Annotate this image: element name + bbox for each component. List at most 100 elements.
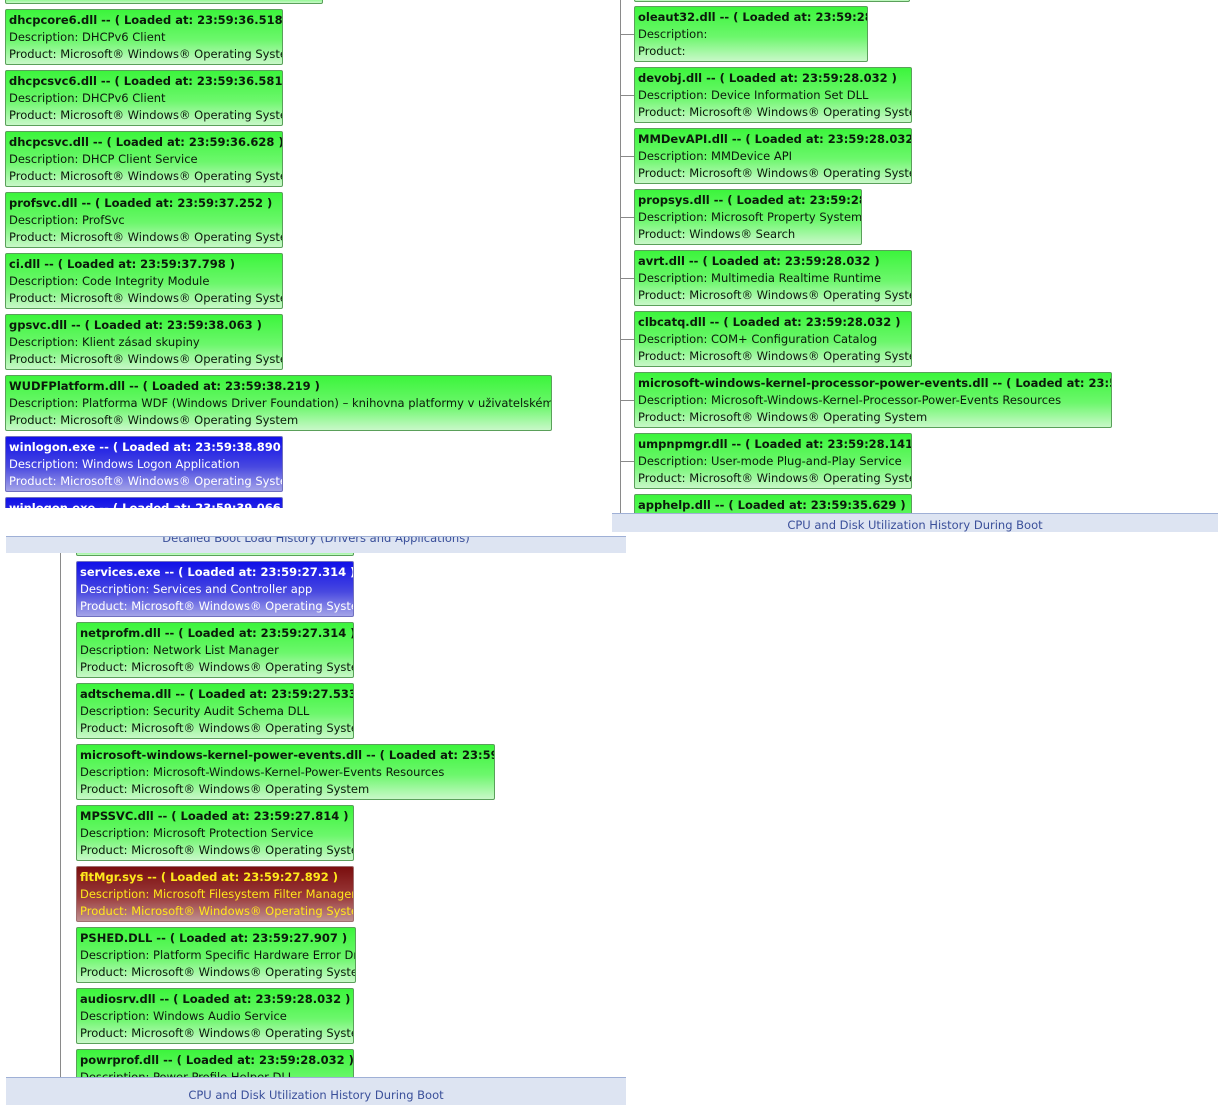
node-title: microsoft-windows-kernel-power-events.dl… [80, 748, 494, 762]
node-product: Product: Microsoft® Windows® Operating S… [9, 230, 283, 244]
node-product: Product: Microsoft® Windows® Operating S… [638, 410, 928, 424]
tree-branch [620, 156, 634, 157]
node-product: Product: Microsoft® Windows® Operating S… [80, 843, 354, 857]
node-product: Product: Microsoft® Windows® Operating S… [80, 599, 354, 613]
tree-node-fltmgr[interactable]: fltMgr.sys -- ( Loaded at: 23:59:27.892 … [76, 866, 354, 922]
node-title: audiosrv.dll -- ( Loaded at: 23:59:28.03… [80, 992, 351, 1006]
node-product: Product: Microsoft® Windows® Operating S… [9, 413, 299, 427]
node-product: Product: Microsoft® Windows® Operating S… [9, 291, 283, 305]
top-right-panel: oleaut32.dll -- ( Loaded at: 23:59:28.03… [612, 0, 1218, 532]
node-description: Description: Platform Specific Hardware … [80, 948, 356, 962]
node-title: services.exe -- ( Loaded at: 23:59:27.31… [80, 565, 354, 579]
node-description: Description: Windows Logon Application [9, 457, 240, 471]
tree-connector-line [60, 553, 61, 1077]
node-product: Product: Microsoft® Windows® Operating S… [9, 47, 283, 61]
node-title: MMDevAPI.dll -- ( Loaded at: 23:59:28.03… [638, 132, 912, 146]
node-product: Product: Microsoft® Windows® Operating S… [80, 1026, 354, 1040]
node-description: Description: Windows Audio Service [80, 1009, 287, 1023]
tree-node-partial[interactable] [5, 0, 323, 4]
tree-node-adtschema[interactable]: adtschema.dll -- ( Loaded at: 23:59:27.5… [76, 683, 354, 739]
tree-node-dhcpcsvc[interactable]: dhcpcsvc.dll -- ( Loaded at: 23:59:36.62… [5, 131, 283, 187]
tree-node-clbcatq[interactable]: clbcatq.dll -- ( Loaded at: 23:59:28.032… [634, 311, 912, 367]
tree-node-gpsvc[interactable]: gpsvc.dll -- ( Loaded at: 23:59:38.063 )… [5, 314, 283, 370]
node-description: Description: [638, 27, 708, 41]
node-title: WUDFPlatform.dll -- ( Loaded at: 23:59:3… [9, 379, 320, 393]
node-title: fltMgr.sys -- ( Loaded at: 23:59:27.892 … [80, 870, 339, 884]
tree-branch [620, 95, 634, 96]
tree-node-partial[interactable] [76, 553, 354, 556]
node-title: MPSSVC.dll -- ( Loaded at: 23:59:27.814 … [80, 809, 349, 823]
node-product: Product: Microsoft® Windows® Operating S… [9, 352, 283, 366]
section-divider-boot-load-history[interactable]: Detailed Boot Load History (Drivers and … [6, 536, 626, 553]
node-description: Description: DHCPv6 Client [9, 30, 166, 44]
node-title: clbcatq.dll -- ( Loaded at: 23:59:28.032… [638, 315, 901, 329]
tree-node-mmdevapi[interactable]: MMDevAPI.dll -- ( Loaded at: 23:59:28.03… [634, 128, 912, 184]
node-description: Description: Device Information Set DLL [638, 88, 869, 102]
node-description: Description: Network List Manager [80, 643, 279, 657]
tree-node-services[interactable]: services.exe -- ( Loaded at: 23:59:27.31… [76, 561, 354, 617]
node-description: Description: Klient zásad skupiny [9, 335, 200, 349]
tree-node-wudfplatform[interactable]: WUDFPlatform.dll -- ( Loaded at: 23:59:3… [5, 375, 552, 431]
tree-node-dhcpcsvc6[interactable]: dhcpcsvc6.dll -- ( Loaded at: 23:59:36.5… [5, 70, 283, 126]
node-title: netprofm.dll -- ( Loaded at: 23:59:27.31… [80, 626, 354, 640]
node-description: Description: Microsoft Filesystem Filter… [80, 887, 354, 901]
node-product: Product: [638, 44, 686, 58]
tree-node-partial[interactable] [634, 0, 910, 2]
tree-node-mpssvc[interactable]: MPSSVC.dll -- ( Loaded at: 23:59:27.814 … [76, 805, 354, 861]
tree-node-propsys[interactable]: propsys.dll -- ( Loaded at: 23:59:28.032… [634, 189, 862, 245]
tree-node-netprofm[interactable]: netprofm.dll -- ( Loaded at: 23:59:27.31… [76, 622, 354, 678]
node-product: Product: Microsoft® Windows® Operating S… [638, 471, 912, 485]
node-description: Description: User-mode Plug-and-Play Ser… [638, 454, 902, 468]
tree-node-devobj[interactable]: devobj.dll -- ( Loaded at: 23:59:28.032 … [634, 67, 912, 123]
node-product: Product: Microsoft® Windows® Operating S… [80, 721, 354, 735]
node-title: winlogon.exe -- ( Loaded at: 23:59:39.06… [9, 501, 283, 508]
tree-node-winlogon-2[interactable]: winlogon.exe -- ( Loaded at: 23:59:39.06… [5, 497, 283, 508]
tree-node-profsvc[interactable]: profsvc.dll -- ( Loaded at: 23:59:37.252… [5, 192, 283, 248]
node-product: Product: Microsoft® Windows® Operating S… [638, 349, 912, 363]
section-divider-cpu-disk[interactable]: CPU and Disk Utilization History During … [6, 1077, 626, 1105]
tree-node-kernel-processor-power-events[interactable]: microsoft-windows-kernel-processor-power… [634, 372, 1112, 428]
tree-node-oleaut32[interactable]: oleaut32.dll -- ( Loaded at: 23:59:28.03… [634, 6, 868, 62]
tree-node-dhcpcore6[interactable]: dhcpcore6.dll -- ( Loaded at: 23:59:36.5… [5, 9, 283, 65]
node-title: winlogon.exe -- ( Loaded at: 23:59:38.89… [9, 440, 283, 454]
node-description: Description: Microsoft-Windows-Kernel-Po… [80, 765, 445, 779]
node-description: Description: COM+ Configuration Catalog [638, 332, 878, 346]
tree-node-ci[interactable]: ci.dll -- ( Loaded at: 23:59:37.798 ) De… [5, 253, 283, 309]
node-title: powrprof.dll -- ( Loaded at: 23:59:28.03… [80, 1053, 354, 1067]
node-product: Product: Windows® Search [638, 227, 796, 241]
node-title: profsvc.dll -- ( Loaded at: 23:59:37.252… [9, 196, 273, 210]
tree-node-audiosrv[interactable]: audiosrv.dll -- ( Loaded at: 23:59:28.03… [76, 988, 354, 1044]
node-product: Product: Microsoft® Windows® Operating S… [9, 108, 283, 122]
node-product: Product: Microsoft® Windows® Operating S… [80, 904, 354, 918]
tree-node-winlogon[interactable]: winlogon.exe -- ( Loaded at: 23:59:38.89… [5, 436, 283, 492]
node-product: Product: Microsoft® Windows® Operating S… [638, 166, 912, 180]
node-description: Description: Code Integrity Module [9, 274, 210, 288]
divider-label: Detailed Boot Load History (Drivers and … [162, 536, 470, 545]
tree-node-umpnpmgr[interactable]: umpnpmgr.dll -- ( Loaded at: 23:59:28.14… [634, 433, 912, 489]
node-description: Description: MMDevice API [638, 149, 793, 163]
node-title: dhcpcsvc.dll -- ( Loaded at: 23:59:36.62… [9, 135, 283, 149]
top-left-panel: dhcpcore6.dll -- ( Loaded at: 23:59:36.5… [0, 0, 612, 508]
tree-branch [620, 339, 634, 340]
bottom-panel: services.exe -- ( Loaded at: 23:59:27.31… [6, 553, 626, 1105]
tree-branch [620, 278, 634, 279]
node-description: Description: DHCPv6 Client [9, 91, 166, 105]
node-title: microsoft-windows-kernel-processor-power… [638, 376, 1111, 390]
node-title: gpsvc.dll -- ( Loaded at: 23:59:38.063 ) [9, 318, 262, 332]
node-description: Description: ProfSvc [9, 213, 125, 227]
node-title: dhcpcore6.dll -- ( Loaded at: 23:59:36.5… [9, 13, 283, 27]
tree-node-avrt[interactable]: avrt.dll -- ( Loaded at: 23:59:28.032 ) … [634, 250, 912, 306]
node-title: adtschema.dll -- ( Loaded at: 23:59:27.5… [80, 687, 354, 701]
tree-node-kernel-power-events[interactable]: microsoft-windows-kernel-power-events.dl… [76, 744, 495, 800]
section-divider-cpu-disk[interactable]: CPU and Disk Utilization History During … [612, 513, 1218, 532]
node-description: Description: Microsoft Protection Servic… [80, 826, 314, 840]
node-title: PSHED.DLL -- ( Loaded at: 23:59:27.907 ) [80, 931, 348, 945]
tree-node-pshed[interactable]: PSHED.DLL -- ( Loaded at: 23:59:27.907 )… [76, 927, 356, 983]
tree-branch [620, 34, 634, 35]
node-description: Description: Microsoft Property System [638, 210, 862, 224]
node-title: avrt.dll -- ( Loaded at: 23:59:28.032 ) [638, 254, 880, 268]
tree-branch [620, 217, 634, 218]
node-title: apphelp.dll -- ( Loaded at: 23:59:35.629… [638, 498, 906, 512]
node-title: dhcpcsvc6.dll -- ( Loaded at: 23:59:36.5… [9, 74, 283, 88]
node-title: propsys.dll -- ( Loaded at: 23:59:28.032… [638, 193, 861, 207]
